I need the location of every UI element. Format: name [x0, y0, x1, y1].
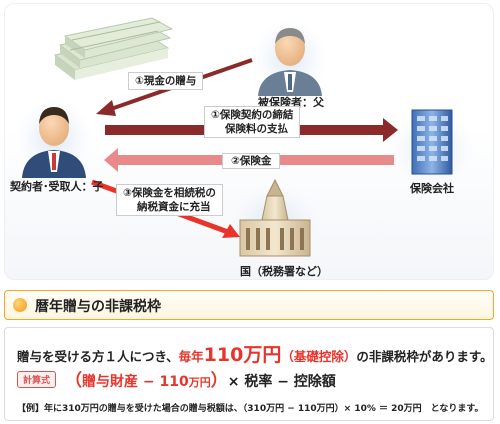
formula-deduct-unit: 万円 — [188, 376, 211, 389]
flow-diagram — [16, 17, 474, 260]
tax-formula: （贈与財産 − 110万円）× 税率 − 控除額 — [65, 366, 336, 391]
formula-open-paren: （ — [65, 371, 82, 391]
office-building-icon — [390, 106, 474, 190]
government-building-icon — [229, 178, 321, 260]
insured-label: 被保険者：父 — [258, 96, 324, 109]
insurer-label: 保険会社 — [410, 182, 454, 195]
orange-dot-icon — [13, 298, 27, 312]
exemption-amount: 110万円 — [203, 344, 282, 366]
contract-label-box: ①保険契約の締結 保険料の支払 — [204, 106, 301, 138]
exemption-yearly: 毎年 — [178, 349, 204, 364]
child-avatar-icon — [16, 98, 92, 178]
example-text: 【例】年に310万円の贈与を受けた場合の贈与税額は、（310万円 − 110万円… — [17, 404, 484, 414]
tax-label-line2: 納税資金に充当 — [137, 201, 211, 213]
government-label: 国（税務署など） — [240, 265, 328, 278]
contract-label-line2: 保険料の支払 — [225, 123, 288, 135]
exemption-suffix: の非課税枠があります。 — [356, 349, 493, 364]
exemption-prefix: 贈与を受ける方１人につき、 — [17, 349, 179, 364]
formula-close-paren: ） — [210, 371, 228, 391]
section-header: 暦年贈与の非課税枠 — [4, 290, 494, 320]
tax-label-box: ③保険金を相続税の 納税資金に充当 — [116, 184, 223, 216]
section-title: 暦年贈与の非課税枠 — [35, 299, 161, 315]
contractor-label: 契約者･受取人：子 — [10, 180, 104, 193]
contract-label-line1: ①保険契約の締結 — [211, 109, 294, 121]
exemption-note: （基礎控除） — [281, 349, 357, 364]
formula-minus: − — [138, 374, 160, 390]
formula-deduct-number: 110 — [159, 374, 189, 390]
formula-gift: 贈与財産 — [82, 374, 138, 390]
exemption-sentence: 贈与を受ける方１人につき、毎年110万円（基礎控除）の非課税枠があります。 — [17, 340, 493, 367]
formula-rest: × 税率 − 控除額 — [227, 374, 336, 390]
tax-label-line1: ③保険金を相続税の — [123, 187, 216, 199]
father-avatar-icon — [252, 20, 328, 96]
cash-gift-label: ①現金の贈与 — [128, 72, 204, 90]
payout-label: ②保険金 — [222, 153, 281, 169]
money-stack-icon — [53, 17, 174, 80]
info-box: 贈与を受ける方１人につき、毎年110万円（基礎控除）の非課税枠があります。 計算… — [4, 327, 494, 421]
formula-badge: 計算式 — [17, 371, 57, 388]
